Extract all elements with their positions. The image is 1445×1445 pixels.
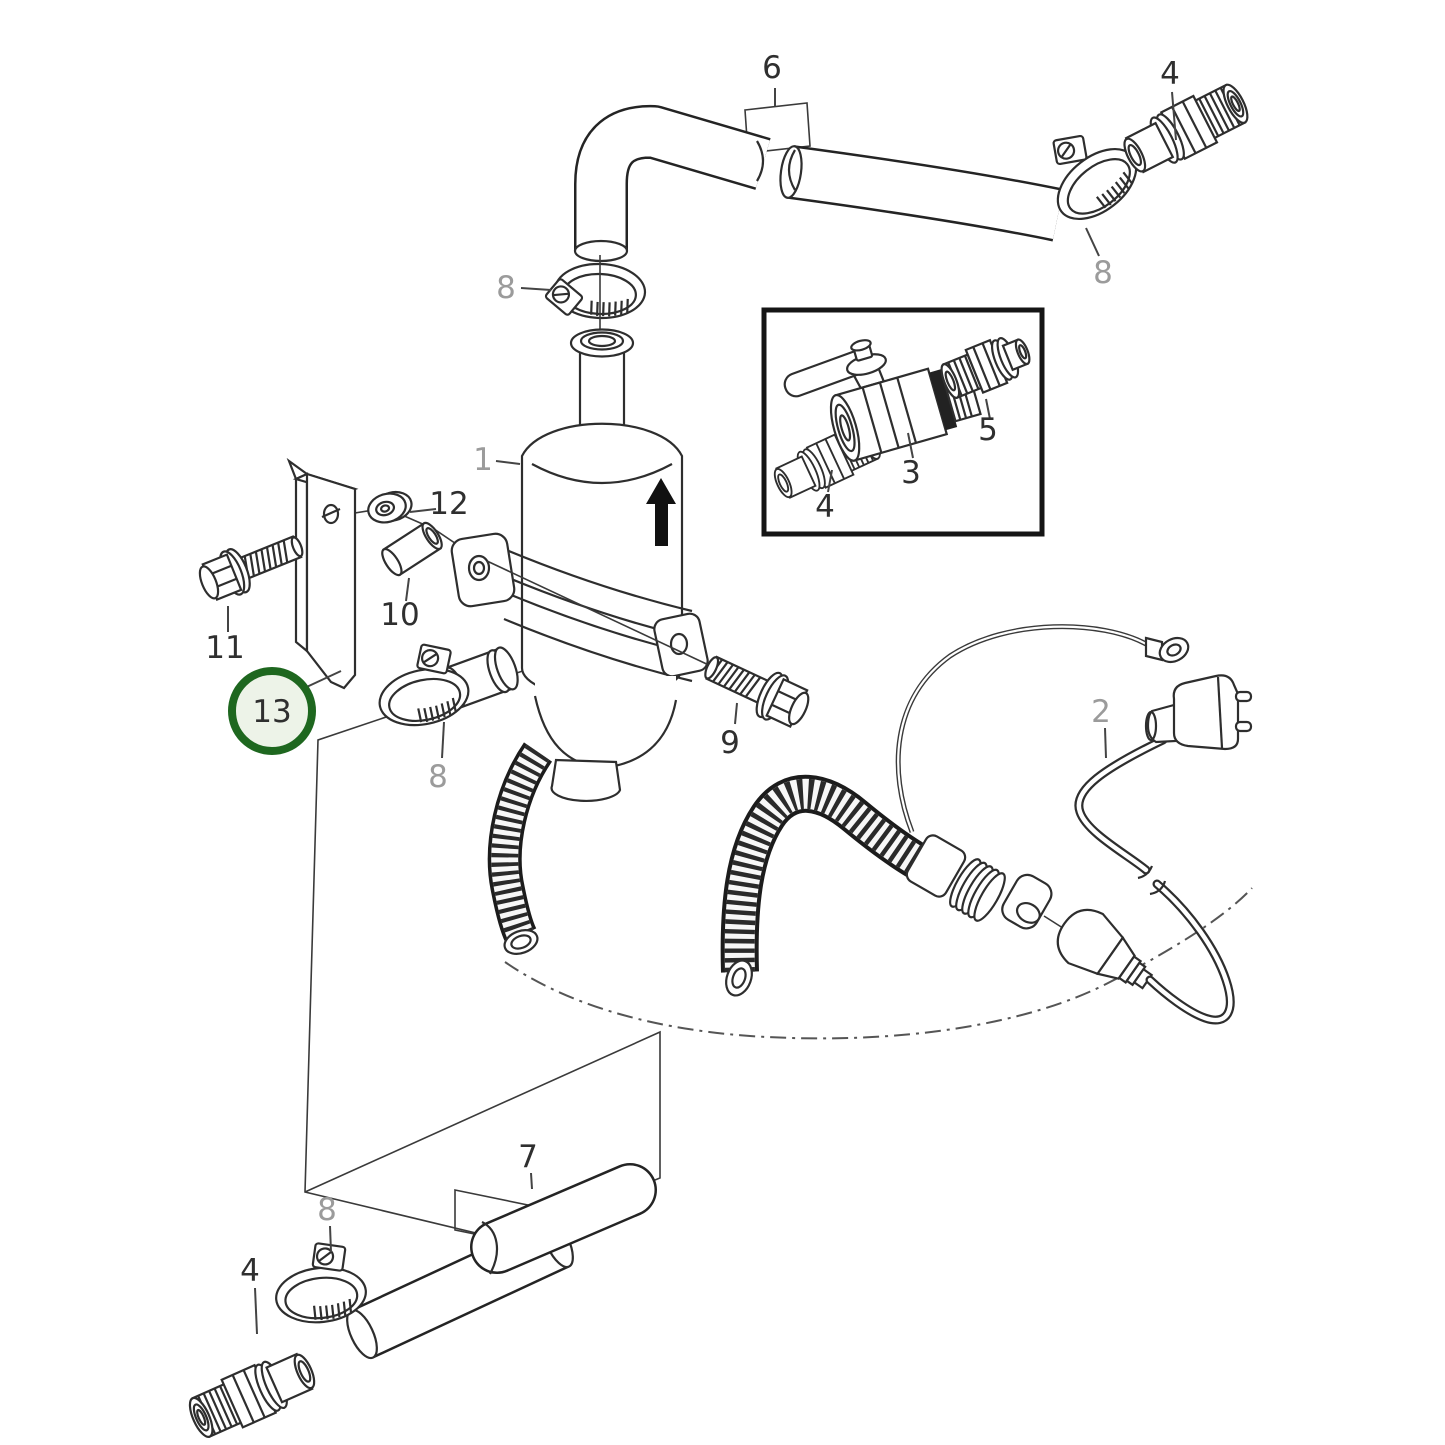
hose-clamp-bottom	[272, 1242, 370, 1328]
part-label-7: 7	[518, 1139, 538, 1175]
part-10-spacer-sleeve	[381, 521, 443, 577]
part-label-10: 10	[380, 597, 419, 633]
part-label-8-top-left: 8	[496, 270, 516, 306]
hose-clamp-top-left	[544, 255, 648, 336]
part-13-bracket	[286, 457, 359, 690]
part-label-8-bottom: 8	[317, 1192, 337, 1228]
callout-fill	[232, 671, 312, 751]
part-4-fitting-bottom-left	[182, 1343, 323, 1445]
part-3-ball-valve	[783, 339, 982, 462]
ring-terminal	[1144, 636, 1190, 664]
part-label-8-top-right: 8	[1093, 255, 1113, 291]
inset-valve-kit	[761, 307, 1045, 537]
corrugated-hose-left	[487, 742, 553, 955]
part-2-power-cable	[895, 624, 1253, 1025]
hose-clamp-middle	[373, 643, 475, 734]
corrugated-conduit-right	[720, 774, 1067, 997]
part-12-flange-nut	[367, 490, 413, 524]
part-label-9: 9	[720, 725, 740, 761]
part-label-5: 5	[978, 412, 998, 448]
part-11-bolt	[198, 535, 304, 602]
part-label-12: 12	[429, 486, 468, 522]
part-9-bolt	[704, 655, 810, 729]
callout-ring	[228, 667, 316, 755]
part-label-2: 2	[1091, 694, 1111, 730]
highlighted-part-callout[interactable]: 13	[228, 667, 316, 755]
part-label-1: 1	[473, 442, 493, 478]
routing-centerline	[504, 887, 1253, 1040]
part-label-4-inset: 4	[815, 489, 835, 525]
part-label-6: 6	[762, 50, 782, 86]
power-plug	[1144, 674, 1253, 751]
cable-socket	[1056, 908, 1154, 990]
part-7-hose-lower	[346, 1163, 657, 1360]
part-4-fitting-top-right	[1115, 75, 1256, 183]
part-label-4-top: 4	[1160, 56, 1180, 92]
bolt9-alignment-line	[486, 560, 714, 668]
part-label-13: 13	[252, 694, 291, 730]
hose-clamp-top-right	[1043, 133, 1151, 235]
leader-lines	[227, 88, 1177, 1335]
inset-border	[761, 307, 1045, 537]
up-arrow-marking	[646, 478, 676, 546]
part-label-3: 3	[901, 455, 921, 491]
part-label-4-bottom: 4	[240, 1253, 260, 1289]
part-6-hose-upper	[573, 104, 1064, 263]
part-5-fitting	[940, 337, 1031, 400]
part-label-11: 11	[205, 630, 244, 666]
part-1-heater-unit	[450, 328, 709, 802]
part-label-8-middle: 8	[428, 759, 448, 795]
